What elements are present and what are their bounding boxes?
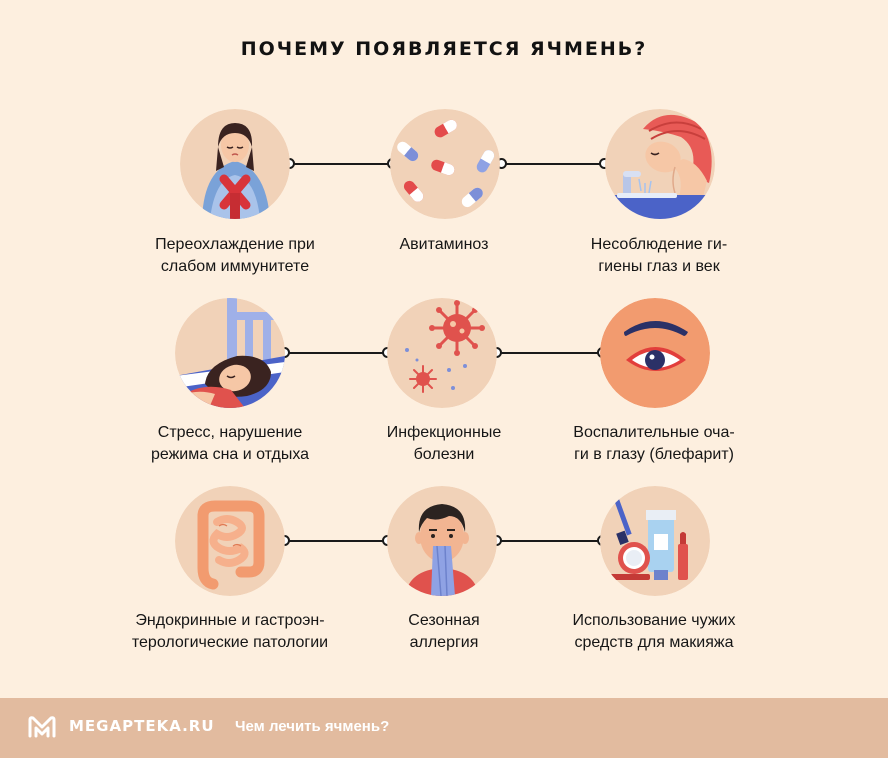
cause-illustration-endocrine [175, 486, 285, 596]
connector-line [285, 352, 387, 354]
cause-label-line: слабом иммунитете [160, 258, 310, 275]
cause-label-line: Инфекционные [386, 424, 502, 441]
cause-label-line: режима сна и отдыха [150, 446, 310, 463]
brand-name-link[interactable]: MEGAPTEKA.RU [69, 717, 215, 735]
megapteka-logo-icon[interactable] [27, 714, 57, 740]
footer-bar: MEGAPTEKA.RU Чем лечить ячмень? [0, 698, 888, 758]
pills-icon [390, 109, 500, 219]
intestines-icon [175, 486, 285, 596]
connector-line [290, 163, 392, 165]
cause-label-line: Использование чужих [572, 612, 736, 629]
cause-label-line: Воспалительные оча- [573, 424, 735, 441]
inflamed-eye-icon [600, 298, 710, 408]
allergy-person-icon [387, 486, 497, 596]
cause-label-stress: Стресс, нарушение режима сна и отдыха [115, 422, 345, 466]
cause-label-line: терологические патологии [131, 634, 329, 651]
cause-illustration-hygiene [605, 109, 715, 219]
cause-illustration-infection [387, 298, 497, 408]
connector-line [285, 540, 387, 542]
cause-label-avitaminosis: Авитаминоз [329, 234, 559, 256]
connector-line [502, 163, 604, 165]
face-washing-icon [605, 109, 715, 219]
cause-label-line: средств для макияжа [574, 634, 734, 651]
makeup-icon [600, 486, 710, 596]
cause-label-line: Переохлаждение при [155, 236, 315, 253]
cause-label-line: Сезонная [408, 612, 480, 629]
cause-label-endocrine: Эндокринные и гастроэн- терологические п… [115, 610, 345, 654]
cause-label-line: болезни [413, 446, 475, 463]
cause-label-line: ги в глазу (блефарит) [574, 446, 734, 463]
cold-person-icon [180, 109, 290, 219]
treatment-article-link[interactable]: Чем лечить ячмень? [235, 718, 390, 735]
cause-illustration-allergy [387, 486, 497, 596]
cause-illustration-makeup [600, 486, 710, 596]
cause-label-infection: Инфекционные болезни [329, 422, 559, 466]
cause-label-line: Стресс, нарушение [157, 424, 303, 441]
cause-illustration-blepharitis [600, 298, 710, 408]
cause-label-allergy: Сезонная аллергия [329, 610, 559, 654]
cause-label-line: Эндокринные и гастроэн- [135, 612, 325, 629]
cause-label-line: Несоблюдение ги- [590, 236, 728, 253]
cause-label-line: гиены глаз и век [598, 258, 720, 275]
connector-line [497, 540, 602, 542]
cause-label-line: аллергия [409, 634, 479, 651]
sleeping-person-icon [175, 298, 285, 408]
cause-label-line: Авитаминоз [399, 236, 489, 253]
cause-illustration-avitaminosis [390, 109, 500, 219]
connector-line [497, 352, 602, 354]
cause-illustration-hypothermia [180, 109, 290, 219]
virus-icon [387, 298, 497, 408]
cause-label-blepharitis: Воспалительные оча- ги в глазу (блефарит… [539, 422, 769, 466]
cause-illustration-stress [175, 298, 285, 408]
cause-label-hygiene: Несоблюдение ги- гиены глаз и век [544, 234, 774, 278]
cause-label-makeup: Использование чужих средств для макияжа [539, 610, 769, 654]
page-title: ПОЧЕМУ ПОЯВЛЯЕТСЯ ЯЧМЕНЬ? [240, 38, 648, 60]
cause-label-hypothermia: Переохлаждение при слабом иммунитете [120, 234, 350, 278]
